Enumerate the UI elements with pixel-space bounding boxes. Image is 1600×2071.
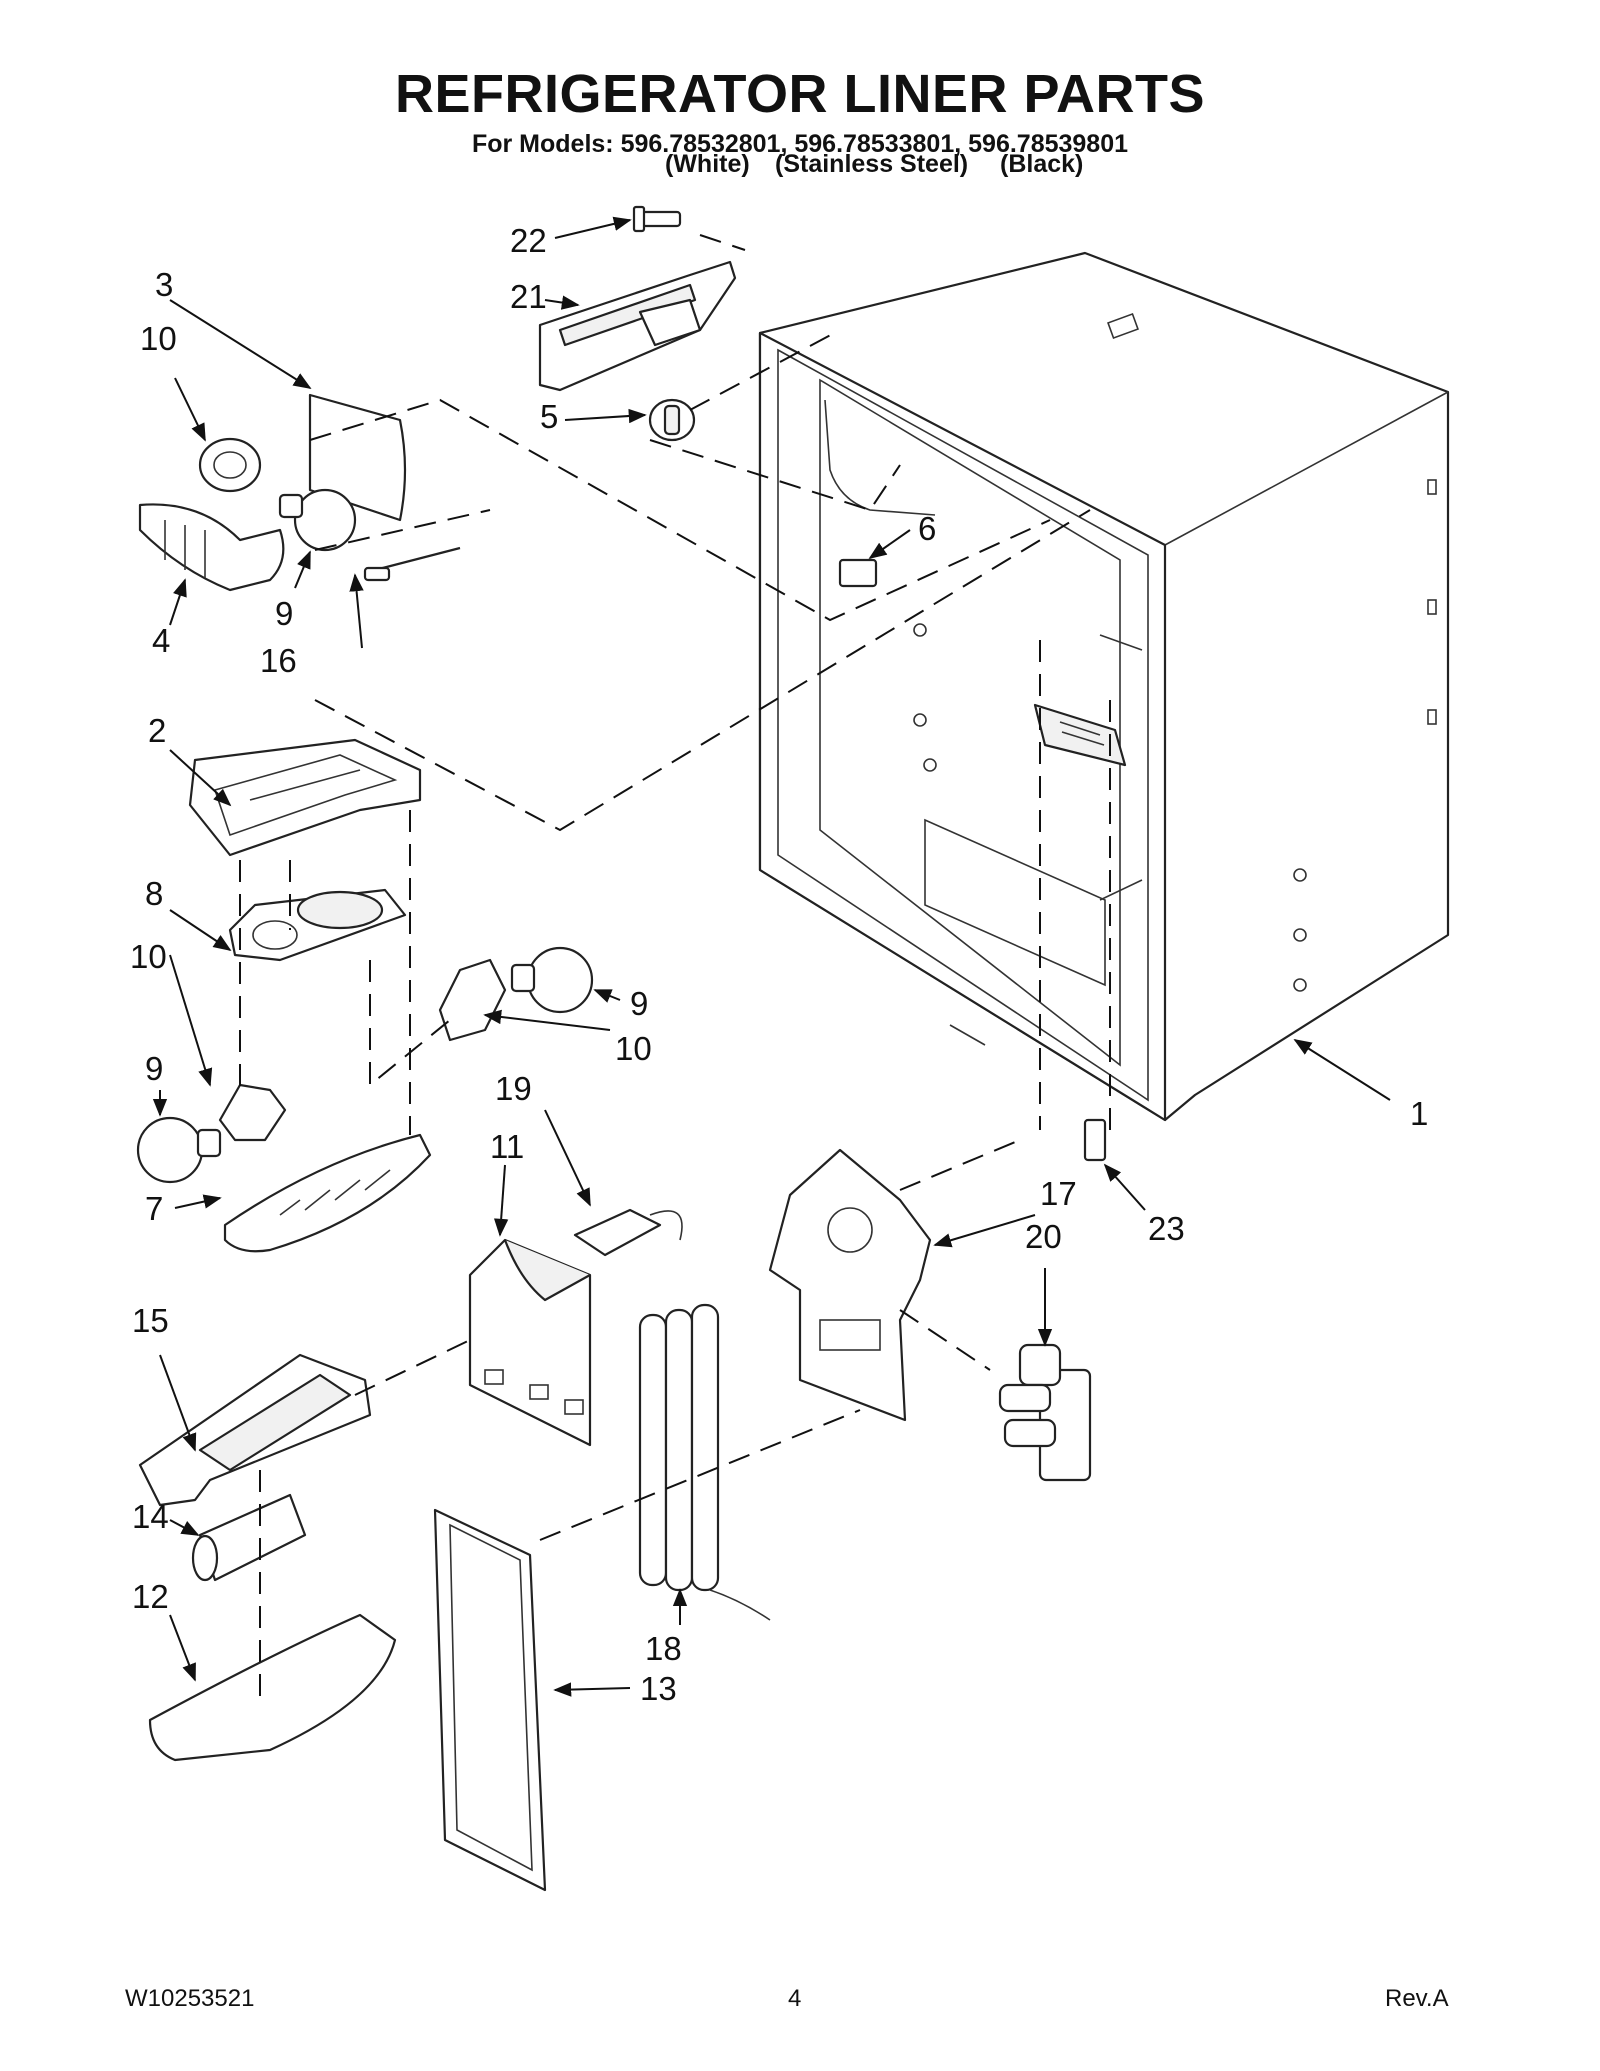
callout-16: 16 bbox=[260, 642, 297, 679]
callout-19: 19 bbox=[495, 1070, 532, 1107]
callout-7: 7 bbox=[145, 1190, 163, 1227]
leader-arrows bbox=[152, 216, 1391, 1697]
assembly-lines bbox=[239, 234, 1111, 1700]
light-cover-lower bbox=[223, 1133, 432, 1253]
fill-tube bbox=[573, 1208, 683, 1257]
callout-13: 13 bbox=[640, 1670, 677, 1707]
callout-9-upper: 9 bbox=[275, 595, 293, 632]
light-cover-upper bbox=[138, 503, 285, 592]
callout-18: 18 bbox=[645, 1630, 682, 1667]
clip-23 bbox=[1083, 1118, 1107, 1162]
water-filter bbox=[191, 1493, 307, 1582]
callout-9-lower: 9 bbox=[145, 1050, 163, 1087]
light-housing bbox=[188, 738, 422, 857]
callout-15: 15 bbox=[132, 1302, 169, 1339]
callout-numbers: 1 2 3 4 5 6 7 8 9 9 9 10 10 10 11 12 13 … bbox=[130, 222, 1428, 1707]
doc-number: W10253521 bbox=[125, 1985, 255, 2012]
callout-23: 23 bbox=[1148, 1210, 1185, 1247]
lamp-socket-lower bbox=[218, 1083, 287, 1142]
dispenser-bracket bbox=[768, 1148, 932, 1422]
callout-5: 5 bbox=[540, 398, 558, 435]
callout-17: 17 bbox=[1040, 1175, 1077, 1212]
revision: Rev.A bbox=[1385, 1985, 1449, 2012]
callout-22: 22 bbox=[510, 222, 547, 259]
filter-head bbox=[138, 1353, 372, 1507]
callout-2: 2 bbox=[148, 712, 166, 749]
screw bbox=[632, 205, 682, 233]
switch-6 bbox=[838, 558, 878, 588]
knob-5 bbox=[648, 398, 696, 442]
top-bracket bbox=[538, 260, 737, 392]
callout-3: 3 bbox=[155, 266, 173, 303]
bulb-middle bbox=[510, 946, 594, 1014]
callout-11: 11 bbox=[490, 1128, 524, 1165]
callout-10-upper: 10 bbox=[140, 320, 177, 357]
lamp-socket-upper bbox=[198, 437, 262, 493]
variant-black: (Black) bbox=[1000, 150, 1084, 178]
callout-1: 1 bbox=[1410, 1095, 1428, 1132]
page-header: REFRIGERATOR LINER PARTS For Models: 596… bbox=[0, 64, 1600, 160]
callout-20: 20 bbox=[1025, 1218, 1062, 1255]
lamp-socket-middle bbox=[438, 958, 507, 1042]
callout-9-middle: 9 bbox=[630, 985, 648, 1022]
callout-4: 4 bbox=[152, 622, 170, 659]
page-number: 4 bbox=[788, 1985, 802, 2012]
callout-6: 6 bbox=[918, 510, 936, 547]
model-list: For Models: 596.78532801, 596.78533801, … bbox=[471, 130, 1129, 158]
variant-stainless: (Stainless Steel) bbox=[775, 150, 969, 178]
light-lens bbox=[228, 888, 407, 962]
bulb-upper bbox=[278, 488, 357, 552]
light-shield-upper bbox=[308, 393, 407, 522]
housing-11 bbox=[468, 1238, 592, 1447]
callout-21: 21 bbox=[510, 278, 547, 315]
variant-white: (White) bbox=[665, 150, 750, 178]
page-title: REFRIGERATOR LINER PARTS bbox=[394, 64, 1206, 124]
bulb-lower bbox=[136, 1116, 222, 1184]
trim-panel bbox=[433, 1508, 547, 1892]
thermistor bbox=[363, 546, 461, 582]
callout-8: 8 bbox=[145, 875, 163, 912]
water-tubing bbox=[638, 1303, 771, 1621]
model-variants: (White) (Stainless Steel) (Black) bbox=[0, 150, 1600, 184]
filter-cover bbox=[148, 1613, 397, 1762]
callout-10-lower: 10 bbox=[130, 938, 167, 975]
liner-box bbox=[758, 251, 1450, 1122]
callout-12: 12 bbox=[132, 1578, 169, 1615]
callout-10-middle: 10 bbox=[615, 1030, 652, 1067]
water-valve bbox=[998, 1343, 1092, 1482]
callout-14: 14 bbox=[132, 1498, 169, 1535]
